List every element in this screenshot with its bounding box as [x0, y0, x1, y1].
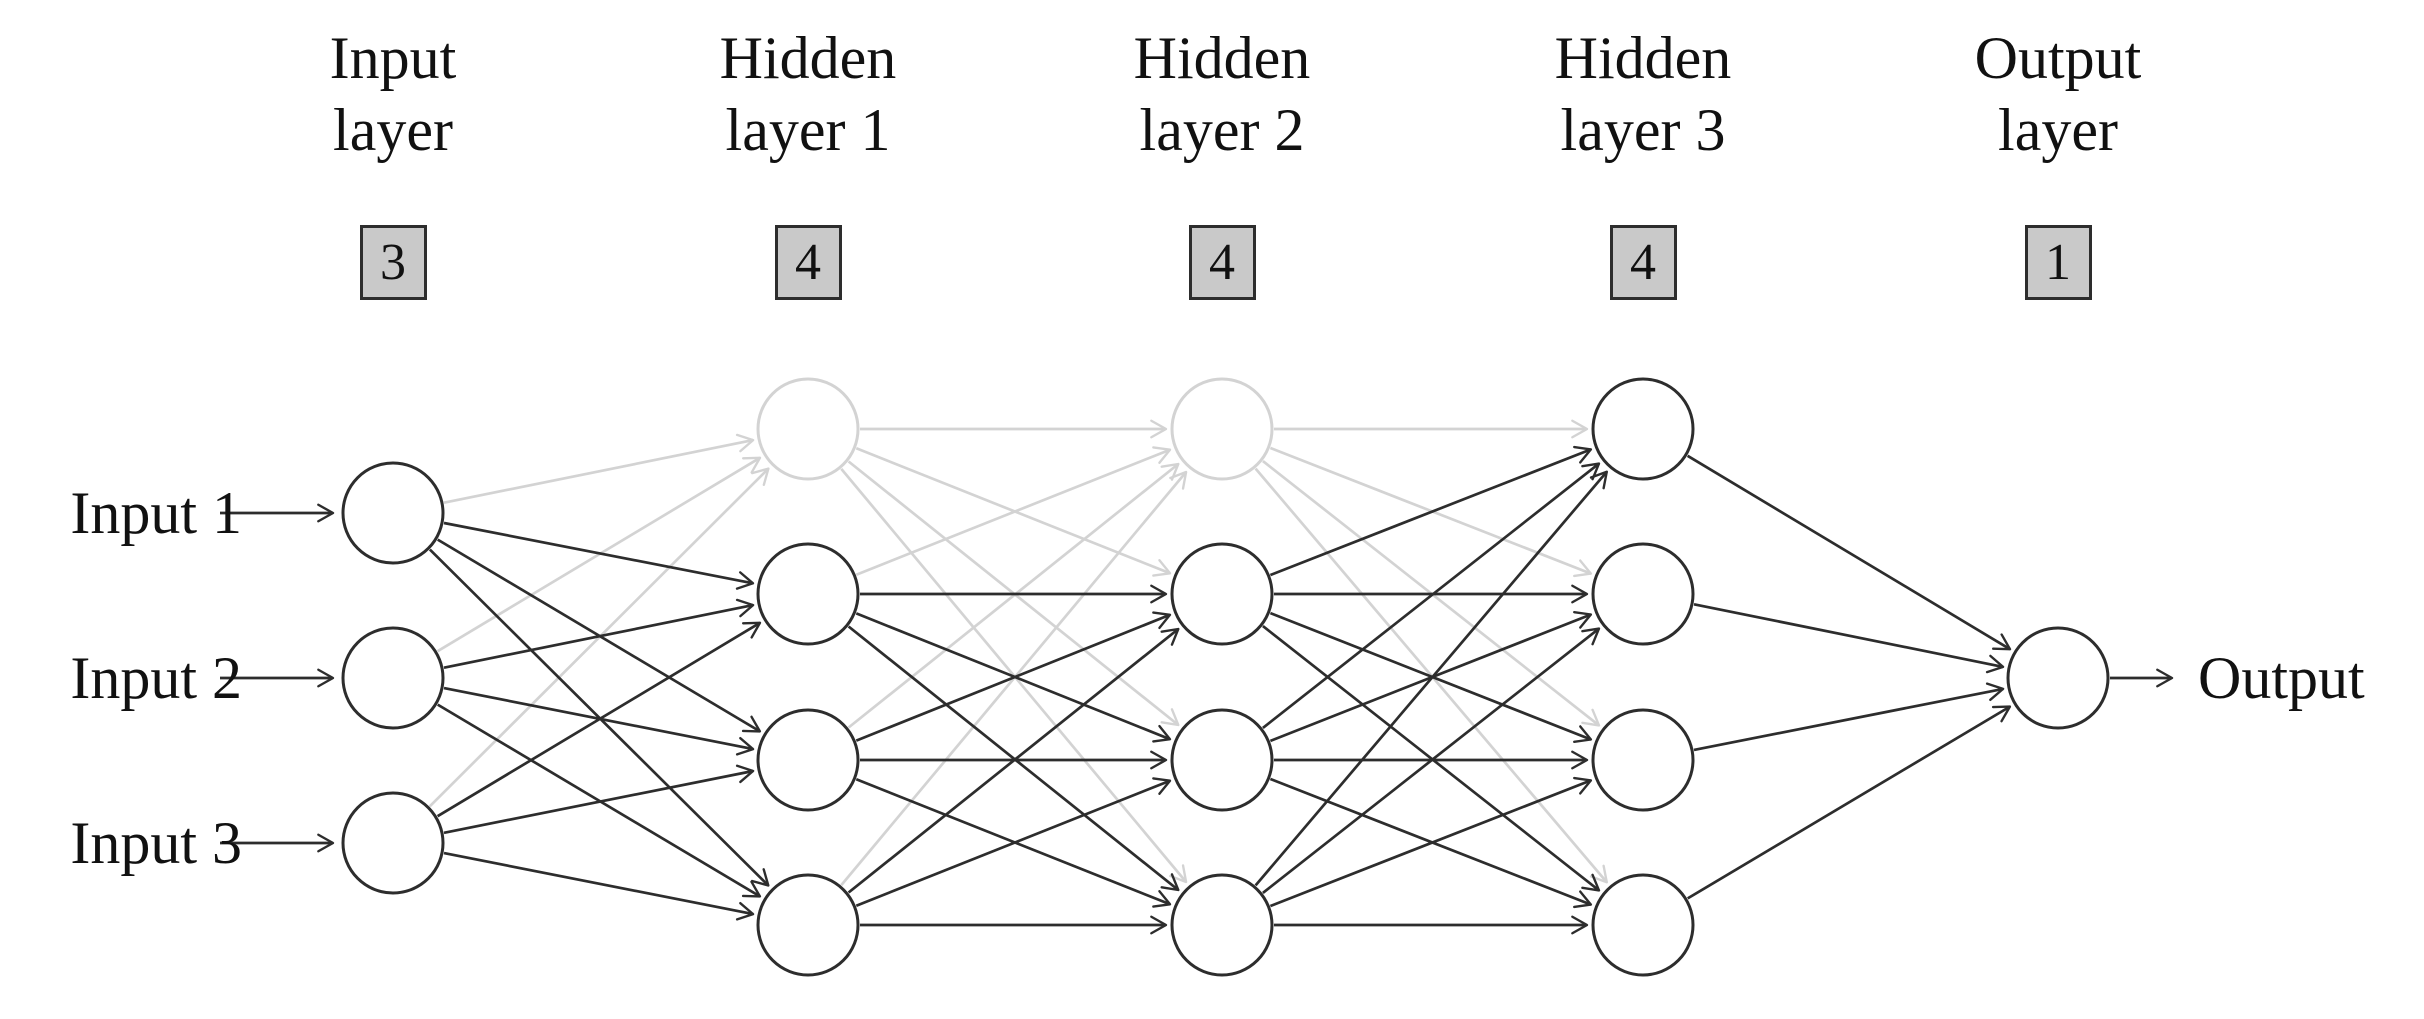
connection	[443, 764, 755, 835]
connection	[1262, 627, 1601, 894]
layer-title-line: layer 1	[725, 97, 891, 163]
connection	[1262, 625, 1601, 892]
dropped-neuron	[1170, 377, 1274, 481]
connection	[1262, 462, 1601, 729]
connection	[1686, 454, 2012, 651]
connection	[443, 598, 755, 670]
input-3-label: Input 3	[70, 810, 242, 876]
neuron	[341, 791, 445, 895]
connection	[1693, 602, 2005, 674]
unit-count-badge-input: 3	[359, 225, 427, 300]
layer-title-line: layer	[333, 97, 453, 163]
neuron	[1591, 377, 1695, 481]
neuron	[756, 542, 860, 646]
connection	[436, 621, 762, 818]
neuron	[341, 461, 445, 565]
layer-title-line: Hidden	[1554, 25, 1732, 91]
connection	[1254, 470, 1608, 887]
neuron	[1591, 873, 1695, 977]
connection	[855, 611, 1172, 742]
input-2-label: Input 2	[70, 645, 242, 711]
output-label: Output	[2198, 645, 2365, 711]
connection	[847, 627, 1180, 894]
neuron	[1591, 542, 1695, 646]
connection	[1269, 445, 1593, 577]
connection	[855, 446, 1172, 576]
neuron	[756, 708, 860, 812]
layer-title-line: Input	[329, 25, 457, 91]
connection	[443, 851, 755, 921]
connection	[443, 521, 755, 590]
neuron	[756, 873, 860, 977]
connection	[847, 625, 1180, 892]
connection	[1269, 776, 1593, 908]
unit-count-badge-hidden-2: 4	[1188, 225, 1256, 300]
layer-title-line: Hidden	[1133, 25, 1311, 91]
neuron	[1170, 873, 1274, 977]
neuron	[1591, 708, 1695, 812]
connection	[847, 462, 1180, 729]
neuron	[1170, 708, 1274, 812]
unit-count-badge-hidden-3: 4	[1609, 225, 1677, 300]
layer-title-line: Hidden	[719, 25, 897, 91]
unit-count-badge-output: 1	[2024, 225, 2092, 300]
layer-title-line: layer	[1998, 97, 2118, 163]
input-1-label: Input 1	[70, 480, 242, 546]
connection	[1687, 705, 2012, 900]
connection	[1693, 682, 2005, 752]
connection	[443, 433, 755, 505]
neuron	[2006, 626, 2110, 730]
layer-title-line: layer 2	[1139, 97, 1305, 163]
neuron	[1170, 542, 1274, 646]
dropped-neuron	[756, 377, 860, 481]
unit-count-badge-hidden-1: 4	[774, 225, 842, 300]
layer-title-line: layer 3	[1560, 97, 1726, 163]
layer-title-line: Output	[1974, 25, 2142, 91]
connection	[855, 777, 1172, 907]
neuron	[341, 626, 445, 730]
